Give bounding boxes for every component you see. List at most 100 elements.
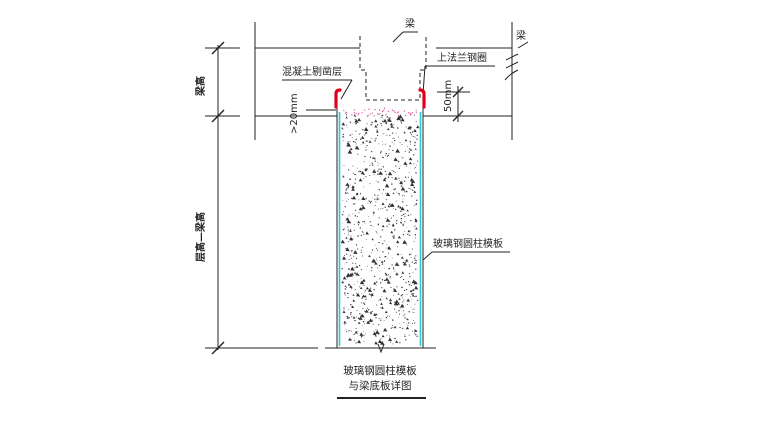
concrete-speckle-dot bbox=[346, 275, 347, 277]
concrete-speckle-dot bbox=[395, 188, 396, 190]
concrete-speckle-dot bbox=[350, 303, 352, 306]
concrete-speckle-dot bbox=[352, 213, 354, 215]
concrete-speckle-dot bbox=[414, 329, 418, 332]
concrete-speckle-dot bbox=[350, 235, 352, 237]
concrete-speckle-dot bbox=[388, 149, 390, 151]
concrete-speckle-dot bbox=[354, 146, 356, 148]
concrete-speckle-dot bbox=[388, 337, 393, 342]
concrete-speckle-dot bbox=[359, 170, 362, 173]
concrete-speckle-dot bbox=[382, 288, 387, 293]
concrete-speckle-dot bbox=[350, 229, 352, 231]
concrete-speckle-dot bbox=[347, 267, 351, 270]
concrete-speckle-dot bbox=[408, 264, 410, 266]
concrete-speckle-dot bbox=[411, 134, 413, 136]
dim-50mm-label: 50mm bbox=[443, 79, 454, 112]
concrete-speckle-dot bbox=[354, 182, 356, 184]
concrete-speckle-dot bbox=[380, 260, 384, 263]
concrete-speckle-dot bbox=[382, 189, 385, 191]
concrete-speckle-dot bbox=[406, 227, 408, 229]
concrete-speckle-dot bbox=[392, 327, 394, 329]
concrete-speckle-dot bbox=[407, 321, 410, 324]
concrete-speckle-dot bbox=[375, 313, 378, 315]
beam-top-leader bbox=[392, 31, 418, 43]
concrete-speckle-dot bbox=[358, 212, 360, 214]
concrete-speckle-dot bbox=[364, 323, 366, 325]
concrete-speckle-dot bbox=[373, 174, 375, 176]
concrete-speckle-dot bbox=[377, 194, 379, 196]
concrete-speckle-dot bbox=[378, 333, 380, 335]
concrete-speckle-dot bbox=[360, 269, 363, 271]
concrete-speckle-dot bbox=[393, 288, 398, 292]
concrete-speckle-dot bbox=[401, 214, 403, 217]
concrete-speckle-dot bbox=[377, 197, 379, 199]
concrete-speckle-dot bbox=[373, 313, 377, 316]
concrete-speckle-dot bbox=[407, 325, 409, 326]
concrete-speckle-dot bbox=[344, 288, 347, 290]
concrete-speckle-dot bbox=[400, 206, 405, 211]
concrete-speckle-dot bbox=[395, 311, 397, 313]
concrete-speckle-dot bbox=[406, 318, 408, 320]
concrete-speckle-dot bbox=[392, 125, 394, 127]
concrete-speckle-dot bbox=[415, 202, 418, 205]
concrete-speckle-dot bbox=[394, 270, 396, 272]
concrete-speckle-dot bbox=[387, 247, 389, 249]
concrete-speckle-dot bbox=[394, 176, 398, 180]
concrete-speckle-dot bbox=[342, 229, 344, 231]
concrete-speckle-dot bbox=[409, 265, 411, 267]
concrete-speckle-dot bbox=[378, 171, 383, 175]
concrete-speckle-dot bbox=[400, 122, 403, 124]
concrete-speckle-dot bbox=[399, 342, 401, 344]
concrete-speckle-dot bbox=[392, 266, 394, 268]
concrete-speckle-dot bbox=[399, 120, 402, 122]
pink-speckle-dot bbox=[384, 107, 386, 109]
concrete-speckle-dot bbox=[412, 180, 415, 183]
concrete-speckle-dot bbox=[390, 117, 392, 119]
concrete-speckle-dot bbox=[403, 262, 407, 266]
concrete-speckle-dot bbox=[343, 176, 345, 178]
concrete-speckle-dot bbox=[400, 186, 406, 191]
pink-speckle-dot bbox=[379, 109, 381, 111]
concrete-speckle-dot bbox=[411, 298, 413, 300]
concrete-speckle-dot bbox=[394, 299, 399, 304]
concrete-speckle-dot bbox=[364, 127, 369, 132]
concrete-speckle-dot bbox=[398, 167, 400, 169]
concrete-speckle-dot bbox=[381, 263, 384, 265]
concrete-speckle-dot bbox=[370, 287, 372, 289]
concrete-speckle-dot bbox=[410, 219, 411, 221]
concrete-speckle-dot bbox=[413, 308, 415, 310]
concrete-speckle-dot bbox=[349, 255, 351, 257]
concrete-speckle-dot bbox=[413, 190, 417, 193]
concrete-speckle-dot bbox=[346, 253, 348, 255]
concrete-speckle-dot bbox=[357, 321, 361, 324]
concrete-speckle-dot bbox=[407, 176, 409, 178]
concrete-speckle-dot bbox=[392, 188, 394, 190]
concrete-speckle-dot bbox=[404, 313, 406, 315]
concrete-speckle-dot bbox=[361, 204, 363, 207]
concrete-speckle-dot bbox=[368, 200, 370, 202]
concrete-speckle-dot bbox=[401, 157, 403, 159]
concrete-speckle-dot bbox=[383, 132, 385, 134]
concrete-speckle-dot bbox=[416, 125, 420, 129]
concrete-speckle-dot bbox=[360, 287, 362, 290]
concrete-speckle-dot bbox=[381, 229, 383, 231]
concrete-speckle-dot bbox=[372, 156, 374, 158]
concrete-speckle-dot bbox=[400, 117, 405, 122]
concrete-speckle-dot bbox=[405, 126, 407, 128]
concrete-speckle-dot bbox=[411, 293, 413, 295]
concrete-speckle-dot bbox=[359, 286, 361, 288]
concrete-speckle-dot bbox=[385, 277, 390, 281]
concrete-speckle-dot bbox=[362, 321, 365, 323]
concrete-speckle-dot bbox=[411, 195, 413, 197]
concrete-speckle-dot bbox=[397, 204, 400, 208]
concrete-speckle-dot bbox=[341, 222, 343, 224]
concrete-speckle-dot bbox=[385, 217, 387, 219]
concrete-speckle-dot bbox=[383, 319, 385, 321]
concrete-speckle-dot bbox=[406, 294, 408, 296]
concrete-speckle-dot bbox=[373, 214, 375, 216]
concrete-speckle-dot bbox=[355, 244, 358, 246]
concrete-speckle-dot bbox=[370, 200, 372, 202]
concrete-speckle-dot bbox=[361, 302, 363, 304]
concrete-speckle-dot bbox=[380, 168, 383, 170]
concrete-speckle-dot bbox=[359, 133, 361, 134]
concrete-speckle-dot bbox=[389, 145, 391, 147]
